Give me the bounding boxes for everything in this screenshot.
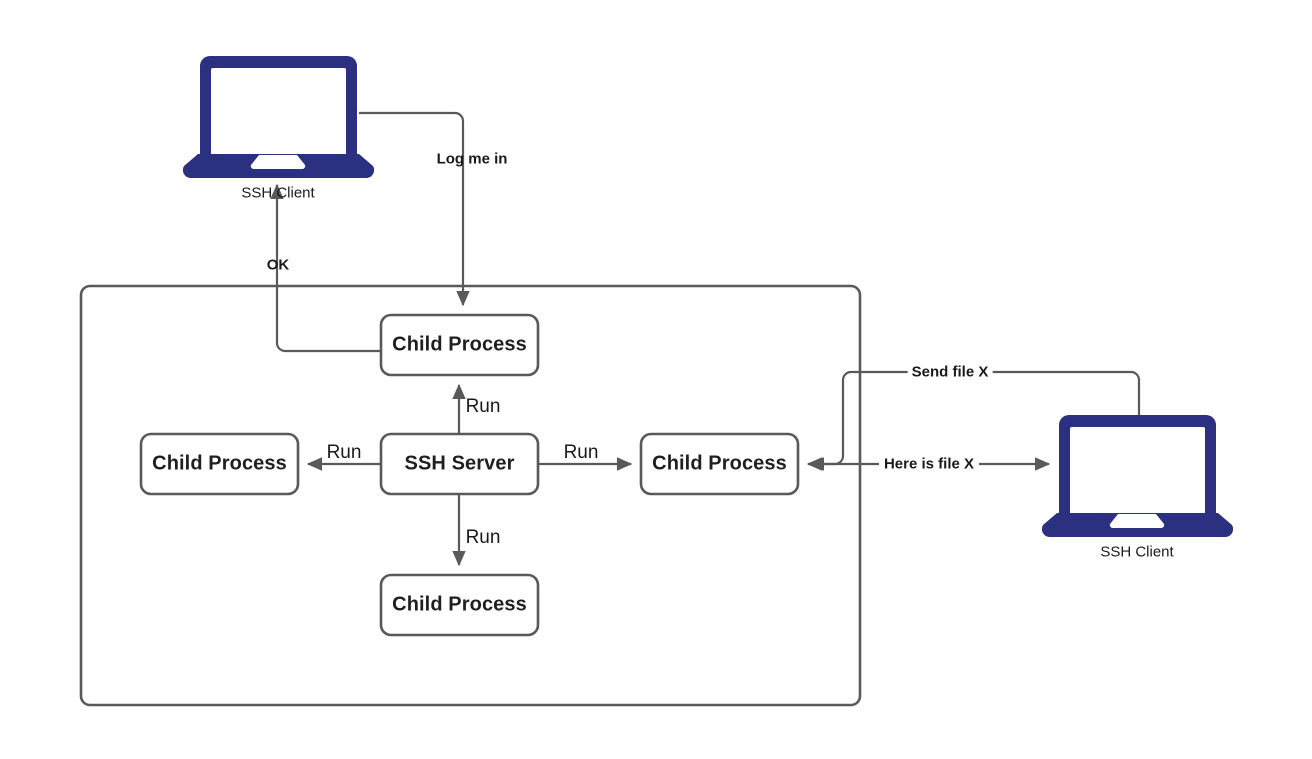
edge-ok [270,183,381,353]
child-process-left-box [139,432,300,496]
child-process-right-box [639,432,800,496]
ssh-server-host-boundary [79,284,862,707]
ssh-client-right-laptop-icon [1041,415,1234,537]
ssh-server-box [379,432,540,496]
edge-log-me-in [359,111,470,307]
ssh-client-top-laptop-icon [182,56,375,178]
child-process-top-box [379,313,540,377]
child-process-bottom-box [379,573,540,637]
